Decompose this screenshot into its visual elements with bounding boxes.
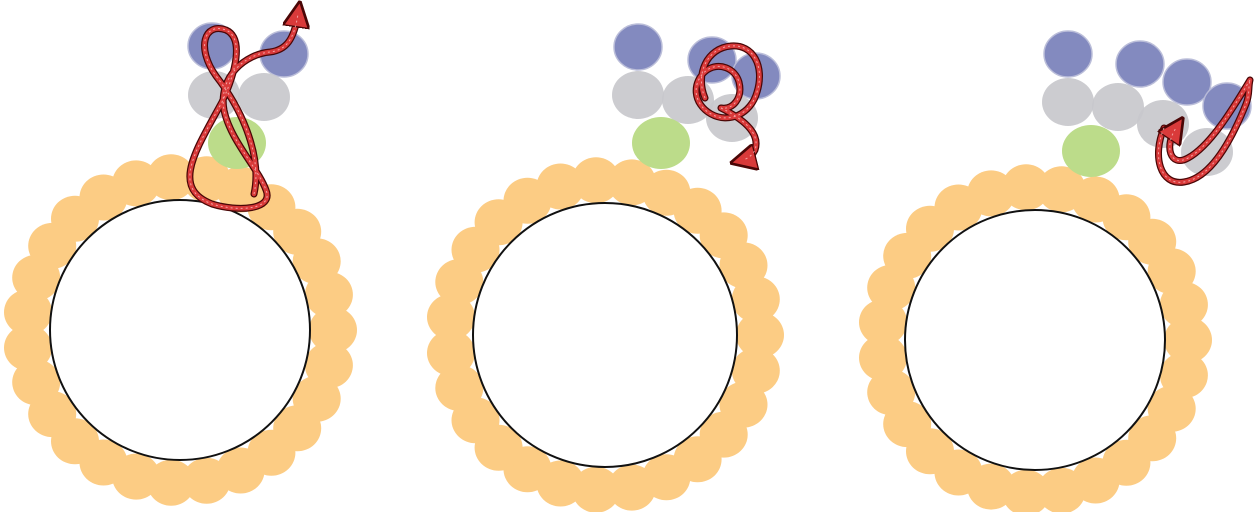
ring-bead: [572, 157, 620, 204]
strand-2: [692, 42, 763, 160]
ring-bead: [1159, 281, 1208, 328]
blue-subunit: [1043, 30, 1093, 78]
ring-bead: [536, 163, 585, 210]
ring-bead: [1002, 164, 1051, 211]
gray-subunit: [1092, 83, 1144, 131]
green-subunit: [1062, 125, 1120, 177]
ring-bead: [12, 359, 61, 406]
ring-bead: [4, 324, 52, 371]
ring-bead: [859, 299, 907, 346]
ring-bead: [4, 289, 52, 336]
ring-bead: [427, 294, 475, 340]
core-circle: [904, 209, 1166, 471]
ring-bead: [731, 276, 780, 323]
blue-subunit: [613, 23, 663, 71]
ring-bead: [867, 369, 916, 416]
ring-bead: [1164, 317, 1212, 363]
panel-3: [859, 30, 1254, 512]
ring-bead: [304, 271, 353, 318]
strand-3: [1154, 76, 1254, 186]
ring-bead: [427, 330, 475, 376]
panel-1: [4, 14, 357, 506]
gray-subunit: [238, 73, 290, 121]
gray-subunit: [1042, 78, 1094, 126]
ring-bead: [572, 466, 620, 512]
ring-bead: [1037, 467, 1086, 512]
ring-bead: [182, 457, 231, 504]
gray-subunit: [612, 71, 664, 119]
blue-subunit: [1115, 40, 1165, 88]
ring-bead: [736, 312, 784, 358]
panel-2: [427, 23, 784, 512]
blue-subunit: [1162, 58, 1212, 106]
green-subunit: [632, 117, 690, 169]
ring-bead: [435, 365, 484, 411]
ring-bead: [309, 307, 357, 353]
panels-layer: [4, 14, 1254, 512]
ring-bead: [859, 334, 907, 381]
core-circle: [49, 199, 311, 461]
core-circle: [472, 202, 738, 468]
ring-bead: [607, 464, 656, 511]
strand-1: [186, 14, 298, 212]
ring-bead: [147, 154, 196, 201]
